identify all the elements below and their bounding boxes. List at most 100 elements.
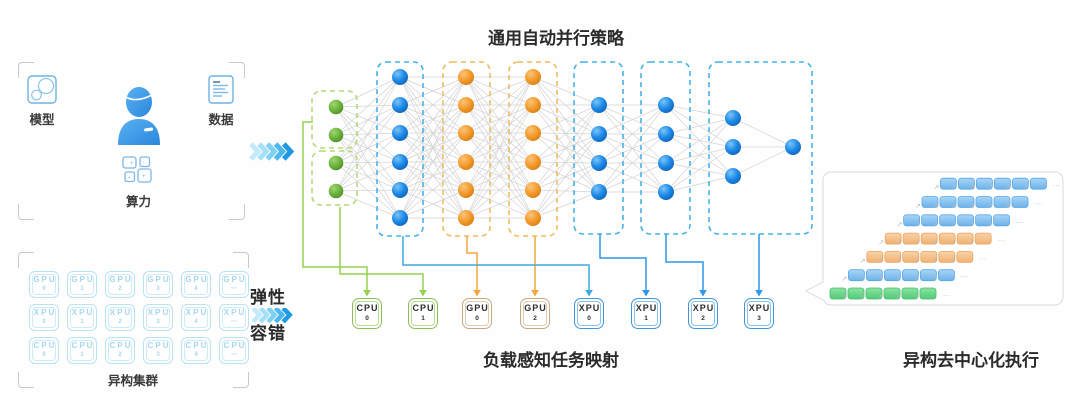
cluster-chip-xpu-5: XPU⋯	[219, 304, 249, 331]
network-node	[392, 154, 408, 170]
execution-flow-arrow-icon: ↗	[969, 202, 975, 210]
model-label: 模型	[29, 113, 55, 127]
network-node	[658, 126, 674, 142]
execution-task-block	[920, 269, 937, 282]
execution-row-label: ·····	[979, 256, 987, 262]
network-node	[591, 97, 607, 113]
network-node	[658, 155, 674, 171]
elastic-chevron	[273, 308, 286, 323]
execution-flow-arrow-icon: ↗	[987, 220, 993, 228]
execution-flow-arrow-icon: ↗	[878, 239, 884, 247]
network-partition-box	[376, 61, 424, 237]
network-node	[591, 184, 607, 200]
execution-flow-arrow-icon: ↗	[897, 220, 903, 228]
execution-flow-arrow-icon: ↗	[878, 257, 884, 265]
execution-task-block	[921, 196, 939, 208]
execution-task-block	[994, 177, 1011, 190]
input-flow-arrow-icon	[249, 142, 262, 161]
elastic-chevron	[281, 308, 293, 323]
execution-flow-arrow-icon: ↗	[913, 275, 919, 283]
execution-task-block	[829, 287, 847, 300]
execution-row-label: ·····	[1016, 220, 1024, 226]
execution-flow-arrow-icon: ↗	[1023, 184, 1029, 192]
mapping-arrowhead	[363, 290, 371, 297]
execution-task-block	[938, 269, 955, 282]
network-node	[392, 125, 408, 141]
network-node	[525, 69, 541, 85]
execution-flow-arrow-icon: ↗	[951, 184, 957, 192]
network-node	[658, 184, 674, 200]
execution-task-block	[884, 232, 902, 245]
network-mesh	[335, 76, 794, 219]
network-node	[458, 182, 474, 198]
execution-task-block	[957, 196, 975, 208]
execution-row-label: ·····	[960, 275, 968, 281]
network-node	[725, 110, 741, 126]
elastic-chevron	[258, 308, 271, 323]
mapping-arrowhead	[473, 290, 481, 297]
network-node	[392, 69, 408, 85]
execution-flow-arrow-icon: ↗	[896, 239, 902, 247]
elastic-label: 弹性	[250, 288, 286, 307]
network-node	[458, 97, 474, 113]
mapping-arrowhead	[755, 290, 763, 297]
execution-flow-arrow-icon: ↗	[896, 257, 902, 265]
execution-task-block	[976, 177, 993, 190]
elastic-chevron	[266, 308, 278, 323]
network-node	[658, 97, 674, 113]
network-node	[328, 127, 344, 143]
execution-flow-arrow-icon: ↗	[877, 294, 883, 302]
network-node	[458, 125, 474, 141]
execution-task-block	[883, 287, 901, 300]
network-node	[525, 182, 541, 198]
execution-flow-arrow-icon: ↗	[933, 202, 939, 210]
svg-text:+: +	[128, 175, 131, 181]
elastic-chevron	[251, 308, 263, 323]
network-node	[328, 99, 344, 115]
network-node	[525, 97, 541, 113]
execution-task-block	[956, 232, 974, 245]
execution-task-block	[1012, 177, 1029, 190]
execution-flow-arrow-icon: ↗	[933, 220, 939, 228]
execution-task-block	[902, 250, 920, 263]
compute-icon: + - + +	[122, 156, 152, 183]
execution-task-block	[939, 196, 957, 208]
execution-flow-arrow-icon: ↗	[915, 202, 921, 210]
mapping-arrowhead	[419, 290, 427, 297]
network-node	[328, 155, 344, 171]
execution-task-block	[884, 250, 902, 263]
network-partition-box	[708, 61, 813, 235]
execution-task-block	[884, 269, 901, 282]
elastic-fault-tolerance: 弹性 容错	[250, 289, 298, 342]
execution-flow-arrow-icon: ↗	[914, 257, 920, 265]
input-flow-arrow-icon	[257, 142, 270, 161]
execution-row-label: ·····	[942, 293, 950, 299]
execution-task-block	[938, 232, 956, 245]
execution-flow-arrow-icon: ↗	[931, 275, 937, 283]
execution-task-block	[902, 269, 919, 282]
execution-flow-arrow-icon: ↗	[968, 239, 974, 247]
mapping-arrowhead	[642, 290, 650, 297]
page-title: 通用自动并行策略	[488, 29, 624, 48]
execution-task-block	[903, 214, 920, 227]
resources-panel	[18, 62, 245, 220]
execution-row-label: ·····	[997, 238, 1005, 244]
network-node	[328, 183, 344, 199]
execution-task-block	[939, 214, 956, 227]
